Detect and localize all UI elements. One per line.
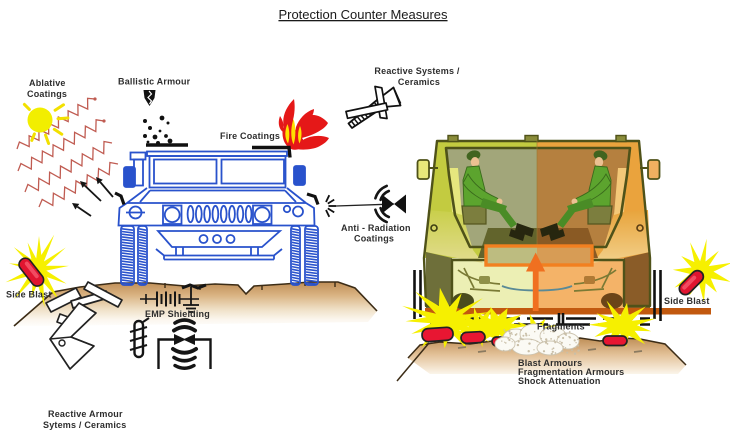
svg-text:Side Blast: Side Blast (6, 290, 52, 300)
svg-text:Fire Coatings: Fire Coatings (220, 131, 280, 141)
svg-text:Coatings: Coatings (354, 234, 394, 244)
svg-text:Protection Counter Measures: Protection Counter Measures (278, 7, 448, 22)
svg-text:Anti - Radiation: Anti - Radiation (341, 223, 411, 233)
svg-text:Fragments: Fragments (537, 322, 585, 332)
svg-text:Reactive Armour: Reactive Armour (48, 409, 123, 419)
svg-text:Coatings: Coatings (27, 89, 67, 99)
svg-text:Fragmentation Armours: Fragmentation Armours (518, 367, 624, 377)
svg-text:Ballistic Armour: Ballistic Armour (118, 77, 191, 87)
svg-text:Blast Armours: Blast Armours (518, 358, 582, 368)
svg-text:Shock Attenuation: Shock Attenuation (518, 376, 601, 386)
svg-text:Side Blast: Side Blast (664, 296, 710, 306)
svg-text:Ablative: Ablative (29, 78, 66, 88)
svg-text:Sytems / Ceramics: Sytems / Ceramics (43, 420, 126, 430)
svg-text:Reactive Systems /: Reactive Systems / (374, 66, 459, 76)
svg-text:Ceramics: Ceramics (398, 77, 440, 87)
svg-text:EMP Shielding: EMP Shielding (145, 309, 210, 319)
